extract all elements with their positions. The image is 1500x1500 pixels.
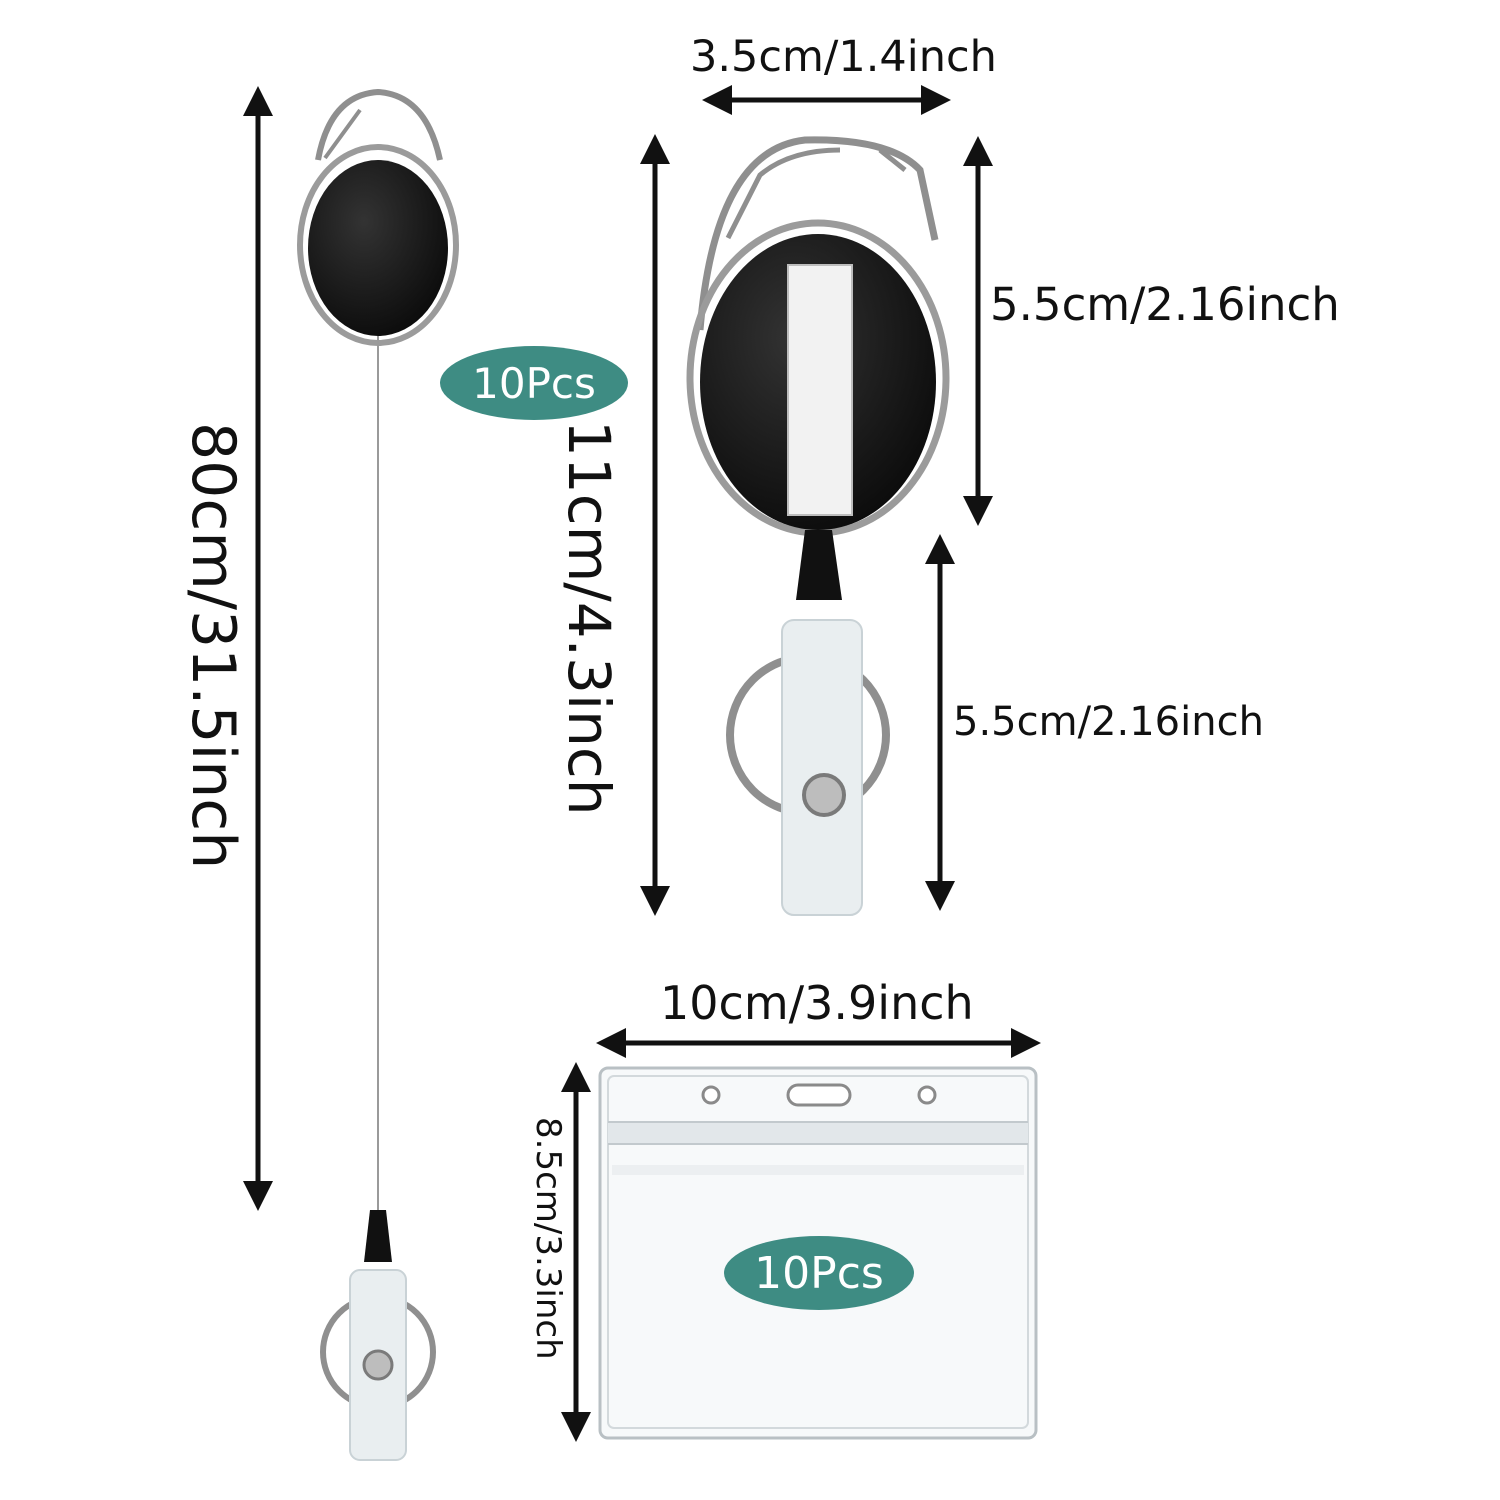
reel-closeup: [686, 136, 950, 916]
holder-height-label: 8.5cm/3.3inch: [528, 1117, 568, 1360]
reel-clip-height-label: 5.5cm/2.16inch: [953, 699, 1264, 745]
reel-width-label: 3.5cm/1.4inch: [690, 32, 997, 82]
holder-quantity-badge: 10Pcs: [724, 1236, 914, 1310]
reel-body-height-label: 5.5cm/2.16inch: [990, 278, 1340, 331]
reel-total-height-label: 11cm/4.3inch: [555, 420, 623, 816]
reel-full-length: [297, 88, 459, 1461]
cord-length-label: 80cm/31.5inch: [178, 422, 248, 870]
reel-quantity-badge: 10Pcs: [440, 346, 628, 420]
badge-reel-icon: [308, 160, 448, 336]
carabiner-icon: [696, 136, 939, 331]
holder-width-label: 10cm/3.9inch: [660, 976, 974, 1030]
carabiner-icon: [315, 88, 443, 161]
